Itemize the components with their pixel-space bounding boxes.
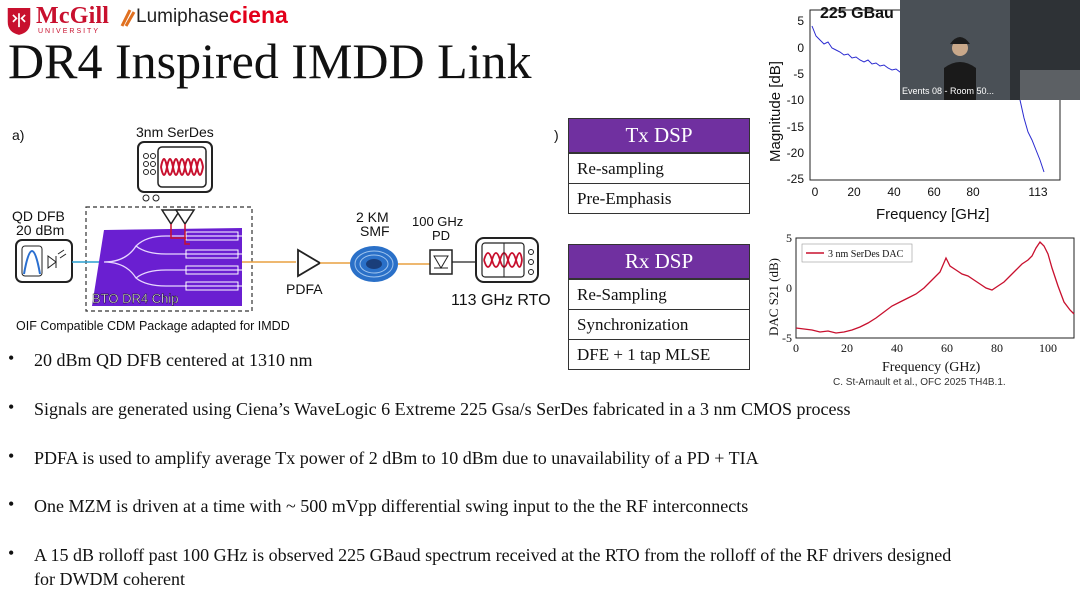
pd-label-1: 100 GHz [412,214,463,229]
tx-dsp-table: Tx DSP Re-sampling Pre-Emphasis [568,118,750,214]
spectrum-xtick: 40 [887,185,901,199]
chip-label: BTO DR4 Chip [92,291,178,306]
tx-dsp-row: Re-sampling [569,153,749,183]
rf-driver-icon [160,209,196,226]
speaker-figure-icon [900,0,1080,100]
bullet-dot-icon: • [8,397,15,417]
rx-dsp-table: Rx DSP Re-Sampling Synchronization DFE +… [568,244,750,370]
dac-xtick: 60 [941,341,953,355]
spectrum-xtick: 80 [966,185,980,199]
bullet-item: • Signals are generated using Ciena’s Wa… [8,397,954,421]
rto-icon [475,237,539,283]
citation: C. St-Arnault et al., OFC 2025 TH4B.1. [833,377,1006,388]
tx-dsp-title: Tx DSP [569,119,749,153]
bullet-dot-icon: • [8,446,15,466]
rto-label: 113 GHz RTO [451,292,551,309]
laser-label-1: QD DFB [12,208,65,224]
bullet-item: • PDFA is used to amplify average Tx pow… [8,446,954,470]
lumiphase-logo-text: Lumiphase [136,6,229,27]
fiber-label-1: 2 KM [356,209,389,225]
spectrum-xlabel: Frequency [GHz] [876,206,989,223]
bullet-text: Signals are generated using Ciena’s Wave… [34,399,851,419]
speaker-video-overlay[interactable]: Events 08 - Room 50... [900,0,1080,100]
dac-ytick: 5 [786,231,792,245]
dac-xtick: 20 [841,341,853,355]
photodiode-icon [429,249,453,275]
spectrum-plot: 225 GBau Magnitude [dB] 5 0 -5 -10 -15 -… [767,5,1061,223]
dac-xlabel: Frequency (GHz) [882,360,981,375]
laser-icon [15,239,73,283]
dac-s21-trace [795,240,1075,334]
bullet-text: 20 dBm QD DFB centered at 1310 nm [34,350,313,370]
bullet-dot-icon: • [8,494,15,514]
video-label: Events 08 - Room 50... [902,86,995,96]
tx-dsp-row: Pre-Emphasis [569,183,749,213]
fiber-label-2: SMF [360,223,390,239]
dac-xtick: 0 [793,341,799,355]
spectrum-ytick: 0 [797,41,804,55]
spectrum-ytick: -20 [787,146,805,160]
bullet-dot-icon: • [8,348,15,368]
bullet-text: A 15 dB rolloff past 100 GHz is observed… [34,545,952,589]
spectrum-ytick: -5 [793,67,804,81]
panel-b-fragment: ) [554,127,559,143]
mcgill-logo-text: McGill [36,3,110,29]
dac-ytick: -5 [782,331,792,345]
spectrum-xtick: 20 [847,185,861,199]
dac-legend-label: 3 nm SerDes DAC [828,249,904,260]
spectrum-title: 225 GBau [820,5,894,22]
rx-dsp-row: Synchronization [569,309,749,339]
bto-chip-icon [92,224,242,306]
ciena-logo-text: ciena [229,2,288,28]
bullet-item: • One MZM is driven at a time with ~ 500… [8,494,954,518]
pd-label-2: PD [432,228,450,243]
spectrum-ylabel: Magnitude [dB] [767,61,784,162]
mcgill-crest-icon [7,8,31,35]
spectrum-ytick: -15 [787,120,805,134]
bullet-text: One MZM is driven at a time with ~ 500 m… [34,496,749,516]
bullet-dot-icon: • [8,543,15,563]
dac-xtick: 40 [891,341,903,355]
package-label: OIF Compatible CDM Package adapted for I… [16,319,290,333]
mcgill-logo-subtext: UNIVERSITY [38,28,101,35]
spectrum-xtick: 0 [812,185,819,199]
rx-dsp-row: Re-Sampling [569,279,749,309]
bullet-item: • A 15 dB rolloff past 100 GHz is observ… [8,543,954,591]
dac-legend: 3 nm SerDes DAC [801,243,913,263]
imdd-link-diagram: a) ) 3nm SerDes QD DFB 20 dBm B [12,124,559,333]
pdfa-label: PDFA [286,281,323,297]
dac-s21-plot: DAC S21 (dB) 5 0 -5 0 20 40 60 80 100 Fr… [766,231,1075,375]
cdm-package-outline [85,206,253,312]
dac-xtick: 100 [1039,341,1057,355]
bullet-item: • 20 dBm QD DFB centered at 1310 nm [8,348,954,372]
pdfa-icon [297,248,322,278]
slide-title: DR4 Inspired IMDD Link [8,33,532,89]
rx-dsp-row: DFE + 1 tap MLSE [569,339,749,369]
dac-ylabel: DAC S21 (dB) [766,258,781,336]
panel-a-label: a) [12,127,24,143]
lumiphase-logo-icon [120,9,136,27]
bullet-text: PDFA is used to amplify average Tx power… [34,448,759,468]
serdes-label: 3nm SerDes [136,124,214,140]
spectrum-xtick: 60 [927,185,941,199]
fiber-spool-icon [350,246,398,282]
spectrum-xtick: 113 [1028,185,1047,199]
dac-ytick: 0 [786,281,792,295]
spectrum-ytick: 5 [797,14,804,28]
laser-label-2: 20 dBm [16,222,64,238]
spectrum-ytick: -10 [787,93,805,107]
spectrum-ytick: -25 [787,172,805,186]
rx-dsp-title: Rx DSP [569,245,749,279]
dac-axes [795,237,1075,339]
serdes-icon [137,141,213,202]
dac-xtick: 80 [991,341,1003,355]
